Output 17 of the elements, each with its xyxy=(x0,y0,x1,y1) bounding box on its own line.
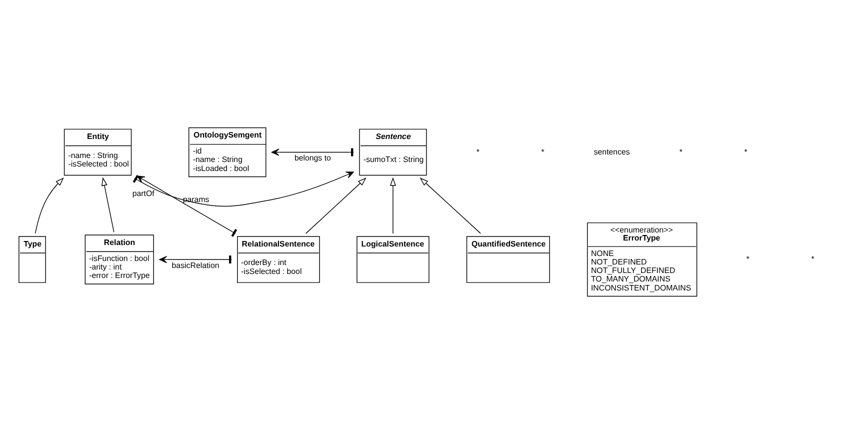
arrow xyxy=(420,177,481,234)
arrow xyxy=(101,176,114,232)
label: * xyxy=(746,254,750,264)
edge-label: partOf xyxy=(132,188,154,198)
label: * xyxy=(811,254,814,264)
arrow xyxy=(34,176,64,234)
edge-label: params xyxy=(182,194,210,204)
label: * xyxy=(541,146,544,156)
label: * xyxy=(476,146,480,156)
label: * xyxy=(679,146,683,156)
arrow xyxy=(132,171,354,206)
edge-label: basicRelation xyxy=(172,260,220,270)
edge-label: belongs to xyxy=(294,153,331,162)
arrow xyxy=(306,177,366,234)
label: sentences xyxy=(594,146,630,156)
label: * xyxy=(744,146,748,156)
arrow xyxy=(390,176,396,234)
